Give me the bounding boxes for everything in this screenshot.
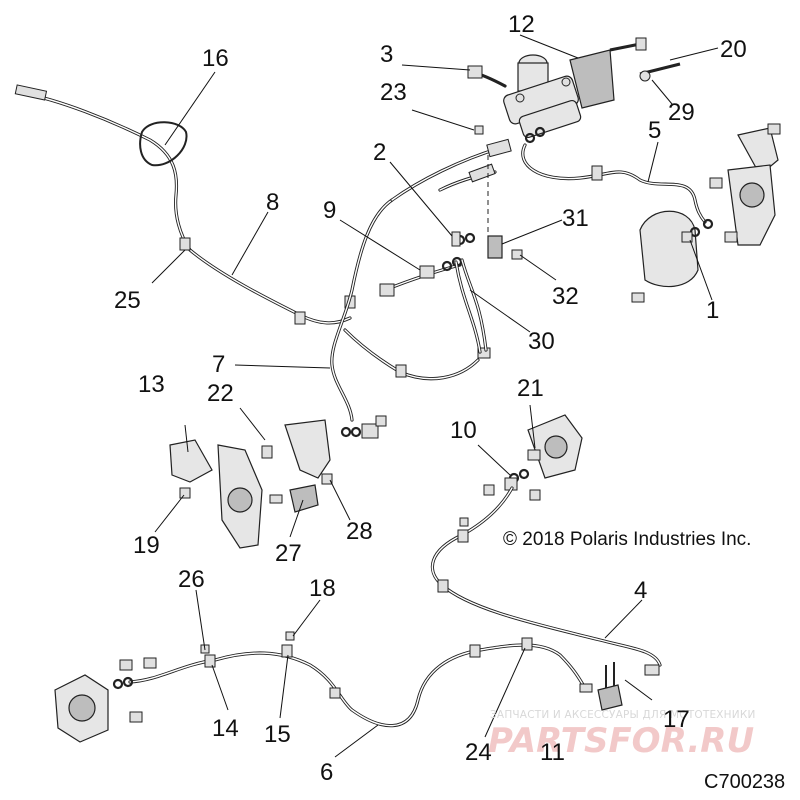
caliper-21 [527, 414, 583, 479]
label-6: 6 [320, 759, 333, 786]
label-8: 8 [266, 189, 279, 216]
fitting-9 [379, 256, 463, 297]
hose-30 [454, 258, 488, 354]
caliper-13 [169, 439, 283, 549]
leader-lines [151, 34, 719, 758]
label-3: 3 [380, 41, 393, 68]
label-13: 13 [138, 371, 165, 398]
brake-line-2 [390, 138, 512, 202]
label-24: 24 [465, 739, 492, 766]
label-16: 16 [202, 45, 229, 72]
brake-line-7 [330, 198, 491, 422]
label-23: 23 [380, 79, 407, 106]
label-31: 31 [562, 205, 589, 232]
label-14: 14 [212, 715, 239, 742]
label-18: 18 [309, 575, 336, 602]
pushrod-3 [467, 65, 507, 88]
caliper-guard-1 [631, 210, 699, 303]
part-number-labels: 1 2 3 4 5 6 7 8 9 10 11 12 13 14 15 16 1… [114, 11, 747, 786]
label-27: 27 [275, 540, 302, 567]
label-22: 22 [207, 380, 234, 407]
label-2: 2 [373, 139, 386, 166]
label-29: 29 [668, 99, 695, 126]
label-12: 12 [508, 11, 535, 38]
brake-line-4 [430, 486, 662, 676]
brake-line-8 [14, 84, 352, 325]
label-32: 32 [552, 283, 579, 310]
caliper-rear-left [54, 657, 157, 743]
screw-23 [474, 125, 484, 135]
diagram-code: C700238 [704, 771, 785, 793]
bracket-12 [569, 49, 615, 109]
bolt-32 [511, 249, 523, 260]
label-30: 30 [528, 328, 555, 355]
label-28: 28 [346, 518, 373, 545]
bolt-20 [609, 37, 647, 52]
label-25: 25 [114, 287, 141, 314]
caliper-right [681, 123, 781, 246]
junction-block-17 [597, 662, 623, 711]
watermark-line-1: ЗАПЧАСТИ И АКСЕССУАРЫ ДЛЯ МОТОТЕХНИКИ [490, 709, 756, 721]
banjo-block-31 [451, 155, 503, 259]
label-21: 21 [517, 375, 544, 402]
brake-line-6 [128, 631, 593, 728]
cable-tie-16 [139, 121, 188, 167]
label-10: 10 [450, 417, 477, 444]
label-9: 9 [323, 197, 336, 224]
label-19: 19 [133, 532, 160, 559]
label-17: 17 [663, 706, 690, 733]
label-5: 5 [648, 117, 661, 144]
label-15: 15 [264, 721, 291, 748]
master-cylinder-12 [503, 54, 582, 139]
fitting-7-end [340, 415, 387, 439]
label-1: 1 [706, 297, 719, 324]
caliper-bracket-28 [284, 419, 333, 513]
watermark-line-2: PARTSFOR.RU [488, 721, 754, 761]
label-7: 7 [212, 351, 225, 378]
label-4: 4 [634, 577, 647, 604]
label-11: 11 [540, 739, 565, 766]
clip-25 [179, 237, 191, 251]
label-26: 26 [178, 566, 205, 593]
brake-line-5 [521, 126, 707, 224]
hose-10 [483, 468, 541, 501]
copyright-text: © 2018 Polaris Industries Inc. [503, 529, 751, 550]
bolt-29 [639, 62, 681, 82]
label-20: 20 [720, 36, 747, 63]
